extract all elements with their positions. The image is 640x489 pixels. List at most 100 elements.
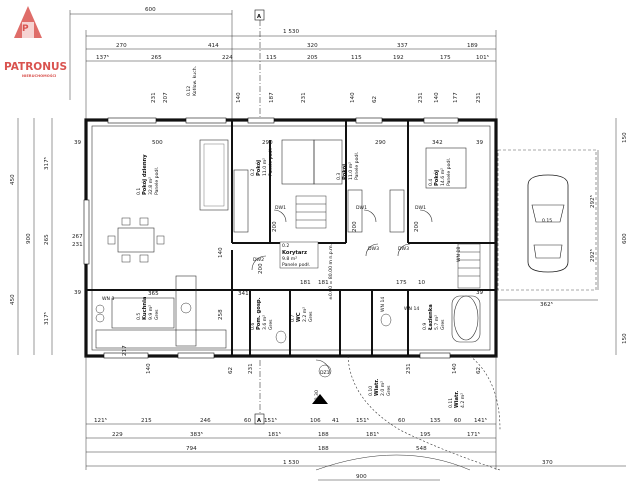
svg-text:Panele podł.: Panele podł. [268, 148, 274, 176]
svg-text:450: 450 [10, 174, 16, 185]
svg-text:175: 175 [440, 55, 451, 61]
stairs [295, 195, 327, 229]
svg-text:265: 265 [44, 234, 50, 245]
svg-text:140: 140 [350, 92, 356, 103]
svg-text:39: 39 [74, 140, 82, 146]
svg-text:A: A [257, 418, 261, 424]
svg-text:188: 188 [318, 446, 329, 452]
svg-text:150: 150 [622, 333, 628, 344]
svg-text:290: 290 [262, 140, 273, 146]
svg-text:Panele podł.: Panele podł. [446, 158, 452, 186]
dim-row4: 231 207 140 187 231 140 62 231 177 140 2… [151, 92, 482, 103]
svg-text:39: 39 [476, 140, 484, 146]
svg-text:0.6: 0.6 [250, 323, 256, 330]
left-dimensions: 450 900 450 317⁵ 265 317⁵ 39 267 231 39 [10, 118, 83, 355]
level-mark: ±0.00 = 80.00 m n.p.m. -0.30 [312, 244, 334, 404]
room-living: 0.1 Pokój dzienny 32.8 m² Panele podł. [136, 154, 160, 195]
svg-text:140: 140 [218, 247, 224, 258]
svg-text:383⁵: 383⁵ [190, 431, 203, 438]
svg-text:9.9 m²: 9.9 m² [148, 305, 154, 320]
section-mark-bottom: A [254, 360, 265, 425]
window-labels: WN 3 WN 14 WN 14 WN 18 [102, 247, 462, 312]
svg-text:140: 140 [434, 92, 440, 103]
interior-dimensions: 500 290 290 342 365 341 140 200 200 200 … [122, 140, 482, 374]
svg-text:171⁵: 171⁵ [467, 431, 480, 438]
svg-text:41: 41 [332, 418, 340, 424]
room-wc: 0.7 WC 2.2 m² Gres [290, 307, 314, 322]
room-labels: 0.1 Pokój dzienny 32.8 m² Panele podł. 0… [136, 66, 466, 408]
windows-top [83, 117, 459, 359]
svg-text:231: 231 [301, 92, 307, 103]
svg-text:DW2: DW2 [253, 257, 264, 263]
svg-text:Gres: Gres [440, 319, 446, 330]
room-entrance: 0.11 Wiatr. 4.2 m² [448, 391, 466, 408]
svg-text:62: 62 [372, 96, 378, 103]
svg-text:0.1: 0.1 [136, 188, 142, 195]
svg-text:140: 140 [146, 363, 152, 374]
svg-text:188: 188 [318, 432, 329, 438]
svg-text:317⁵: 317⁵ [43, 157, 50, 170]
svg-text:135: 135 [430, 418, 441, 424]
dim-top-600: 600 [145, 7, 156, 13]
svg-text:200: 200 [352, 221, 358, 232]
svg-text:200: 200 [414, 221, 420, 232]
svg-text:292⁵: 292⁵ [589, 249, 596, 262]
svg-text:DW3: DW3 [398, 246, 409, 252]
svg-text:181: 181 [318, 280, 329, 286]
svg-text:900: 900 [26, 233, 32, 244]
svg-text:WN 18: WN 18 [456, 247, 462, 262]
svg-text:Kotłow. kuch.: Kotłow. kuch. [192, 66, 198, 96]
svg-text:32.8 m²: 32.8 m² [148, 177, 154, 195]
logo-sub: NIERUCHOMOŚCI [22, 73, 56, 78]
svg-text:Pom. gosp.: Pom. gosp. [256, 297, 262, 330]
svg-text:231: 231 [72, 242, 83, 248]
logo-brand: PATRONUS [4, 61, 67, 73]
svg-text:140: 140 [236, 92, 242, 103]
svg-text:141⁵: 141⁵ [474, 417, 487, 424]
svg-text:794: 794 [186, 446, 197, 452]
room-corridor: 0.2 Korytarz 9.8 m² Panele podł. [279, 241, 319, 269]
dim-bottom-row3: 794 188 548 [186, 446, 427, 452]
svg-text:342: 342 [432, 140, 443, 146]
car-icon [527, 174, 569, 273]
svg-text:140: 140 [452, 363, 458, 374]
svg-text:10: 10 [418, 280, 426, 286]
svg-text:0.11: 0.11 [448, 398, 454, 408]
svg-text:292⁵: 292⁵ [589, 195, 596, 208]
svg-text:DW1: DW1 [356, 205, 367, 211]
svg-text:258: 258 [218, 309, 224, 320]
svg-text:39: 39 [476, 290, 484, 296]
svg-text:265: 265 [151, 55, 162, 61]
svg-text:317⁵: 317⁵ [43, 312, 50, 325]
svg-text:215: 215 [141, 418, 152, 424]
dim-bottom-row1: 121⁵ 215 246 60 151⁵ 106 41 151⁵ 60 135 … [94, 417, 487, 424]
dim-row2: 270 414 320 337 189 [116, 43, 478, 49]
svg-text:137⁵: 137⁵ [96, 54, 109, 61]
svg-text:192: 192 [393, 55, 404, 61]
svg-text:Łazienka: Łazienka [428, 304, 434, 331]
svg-text:151⁵: 151⁵ [264, 417, 277, 424]
dim-row3: 137⁵ 265 224 115 205 115 192 175 101⁵ [96, 54, 489, 61]
svg-text:DW3: DW3 [368, 246, 379, 252]
svg-text:195: 195 [420, 432, 431, 438]
svg-text:A: A [257, 14, 261, 20]
doors: DW1 DW2 DW1 DW1 DW3 DW3 DZ1 [251, 205, 433, 378]
svg-text:Kuchnia: Kuchnia [142, 296, 148, 320]
patronus-logo: P PATRONUS NIERUCHOMOŚCI [4, 6, 67, 78]
svg-text:181: 181 [300, 280, 311, 286]
svg-text:0.10: 0.10 [368, 386, 374, 396]
svg-text:175: 175 [396, 280, 407, 286]
svg-text:370: 370 [542, 460, 553, 466]
svg-text:362⁵: 362⁵ [540, 301, 553, 308]
room-bedroom-2: 0.3 Pokój 11.0 m² Panele podł. [336, 152, 360, 180]
svg-text:181⁵: 181⁵ [366, 431, 379, 438]
svg-text:337: 337 [397, 43, 408, 49]
svg-text:500: 500 [152, 140, 163, 146]
svg-text:189: 189 [467, 43, 478, 49]
svg-text:231: 231 [418, 92, 424, 103]
svg-text:229: 229 [112, 432, 123, 438]
svg-text:±0.00 = 80.00 m n.p.m.: ±0.00 = 80.00 m n.p.m. [328, 244, 334, 300]
svg-text:Panele podł.: Panele podł. [282, 262, 310, 268]
furniture [95, 139, 481, 349]
